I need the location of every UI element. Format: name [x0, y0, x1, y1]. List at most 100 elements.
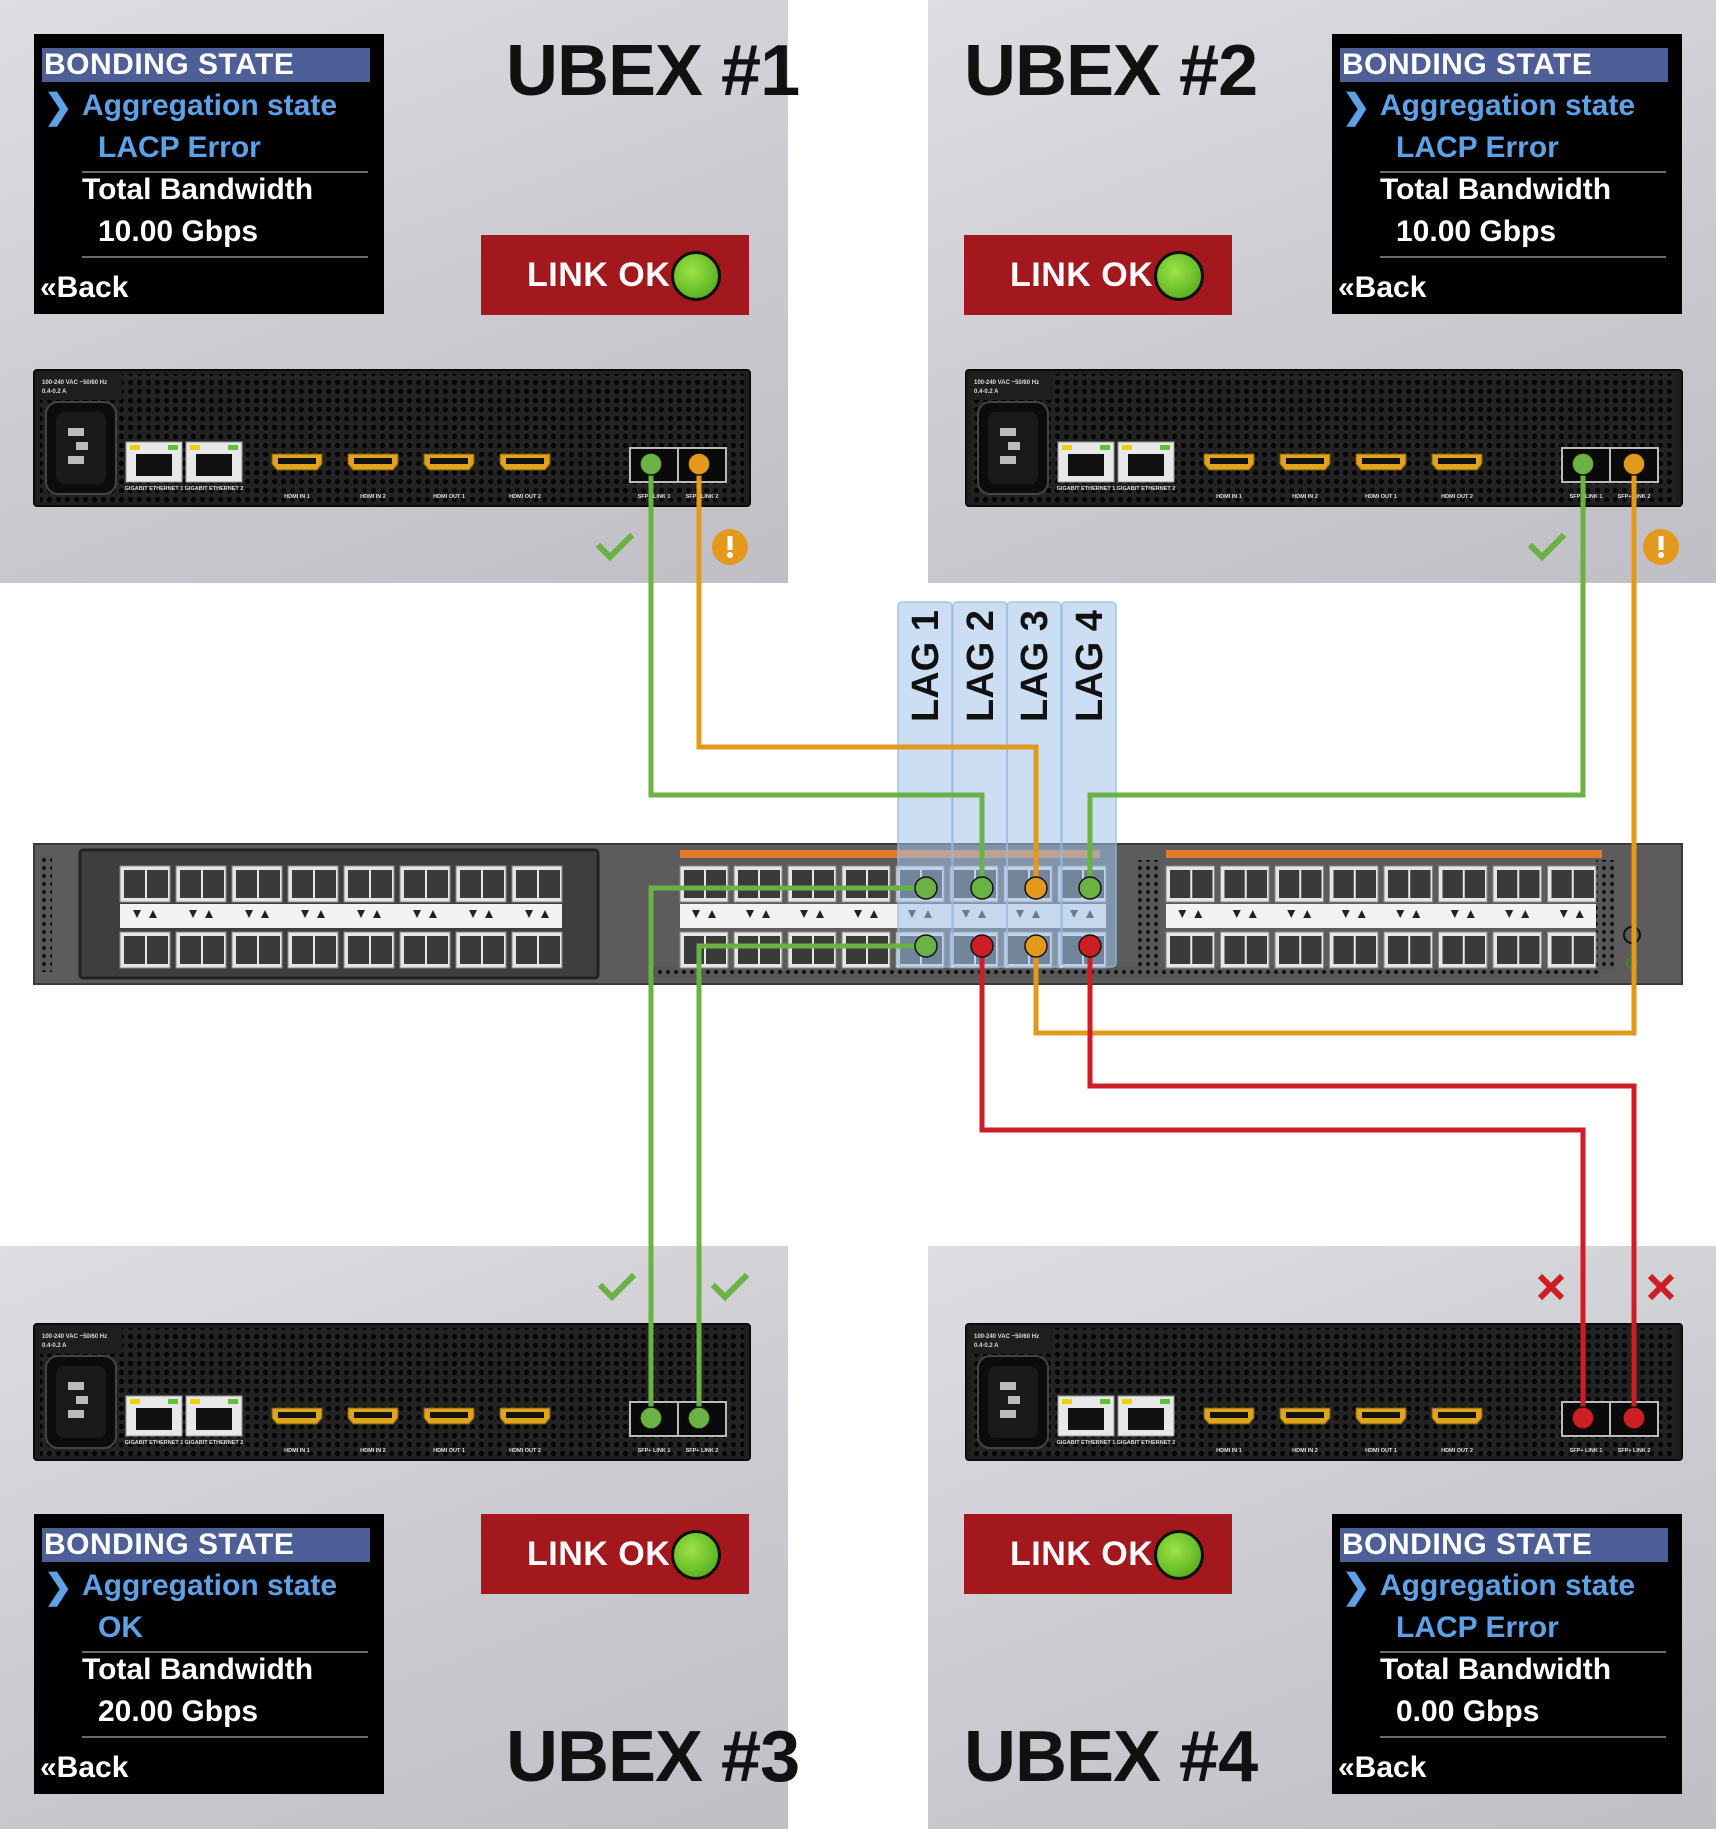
- switch-chassis: [33, 843, 1683, 985]
- ubex2-bonding-panel: BONDING STATE ❯ Aggregation state LACP E…: [1332, 34, 1682, 314]
- port-socket: [516, 936, 537, 964]
- ubex1-title: UBEX #1: [506, 31, 800, 111]
- switch-port: [895, 931, 945, 969]
- port-socket: [147, 936, 168, 964]
- port-socket: [1388, 936, 1409, 964]
- port-socket: [404, 870, 425, 898]
- port-socket: [900, 936, 920, 964]
- chevron-right-icon: ❯: [44, 88, 73, 126]
- port-socket: [868, 936, 888, 964]
- divider: [1380, 1651, 1666, 1653]
- aggregation-label[interactable]: Aggregation state: [82, 89, 338, 122]
- aggregation-label[interactable]: Aggregation state: [1380, 89, 1636, 122]
- bonding-header: BONDING STATE: [1340, 1528, 1668, 1562]
- arrow-up-icon: [924, 910, 932, 918]
- ubex1-bonding-panel: BONDING STATE ❯ Aggregation state LACP E…: [34, 34, 384, 314]
- arrow-down-icon: [1505, 910, 1514, 918]
- port-socket: [1442, 870, 1463, 898]
- port-socket: [1084, 936, 1104, 964]
- ubex4-link-status: LINK OK: [964, 1514, 1232, 1594]
- bandwidth-label: Total Bandwidth: [82, 173, 314, 206]
- port-socket: [404, 936, 425, 964]
- lag-box: [952, 601, 1008, 968]
- switch-port: [1547, 865, 1597, 903]
- status-led-icon: [671, 251, 721, 301]
- port-socket: [1333, 936, 1354, 964]
- switch-port: [679, 865, 729, 903]
- switch-port: [1438, 931, 1488, 969]
- lag-label: LAG 1: [905, 610, 947, 722]
- arrow-up-icon: [1357, 910, 1366, 918]
- switch-port: [787, 931, 837, 969]
- arrow-down-icon: [1070, 910, 1078, 918]
- switch-vent: [40, 856, 52, 972]
- switch-port: [1383, 931, 1433, 969]
- ubex4-bonding-panel: BONDING STATE ❯ Aggregation state LACP E…: [1332, 1514, 1682, 1794]
- port-socket: [954, 936, 974, 964]
- lag-group-4: LAG 4: [1061, 601, 1117, 968]
- aggregation-label[interactable]: Aggregation state: [82, 1569, 338, 1602]
- arrow-up-icon: [1521, 910, 1530, 918]
- divider: [82, 256, 368, 258]
- switch-vent: [650, 966, 1600, 978]
- aggregation-label[interactable]: Aggregation state: [1380, 1569, 1636, 1602]
- aggregation-value: LACP Error: [1396, 131, 1559, 164]
- port-socket: [1030, 936, 1050, 964]
- bandwidth-value: 20.00 Gbps: [98, 1695, 259, 1728]
- back-button[interactable]: «Back: [40, 1751, 129, 1784]
- switch-port: [1547, 931, 1597, 969]
- lag-label: LAG 3: [1014, 610, 1056, 722]
- port-socket: [348, 936, 369, 964]
- back-button[interactable]: «Back: [40, 271, 129, 304]
- port-socket: [922, 936, 942, 964]
- arrow-down-icon: [525, 910, 533, 918]
- switch-port: [399, 865, 451, 903]
- port-socket: [147, 870, 168, 898]
- switch-port: [1492, 931, 1542, 969]
- arrow-down-icon: [1450, 910, 1459, 918]
- switch-port: [511, 931, 563, 969]
- switch-port: [733, 931, 783, 969]
- port-socket: [180, 870, 201, 898]
- arrow-up-icon: [485, 910, 493, 918]
- port-socket: [814, 870, 834, 898]
- port-socket: [1084, 870, 1104, 898]
- arrow-up-icon: [1086, 910, 1094, 918]
- port-socket: [846, 870, 866, 898]
- arrow-down-icon: [1016, 910, 1024, 918]
- port-socket: [124, 870, 145, 898]
- arrow-down-icon: [1287, 910, 1296, 918]
- ubex3-bonding-panel: BONDING STATE ❯ Aggregation state OK Tot…: [34, 1514, 384, 1794]
- switch-port: [343, 931, 395, 969]
- arrow-up-icon: [870, 910, 878, 918]
- port-group-bar: [1166, 850, 1602, 858]
- switch-port: [1274, 865, 1324, 903]
- aggregation-value: LACP Error: [1396, 1611, 1559, 1644]
- switch-port: [1003, 931, 1053, 969]
- back-button[interactable]: «Back: [1338, 271, 1427, 304]
- arrow-down-icon: [301, 910, 309, 918]
- switch-port: [1003, 865, 1053, 903]
- port-socket: [738, 870, 758, 898]
- arrow-down-icon: [189, 910, 197, 918]
- arrow-down-icon: [469, 910, 477, 918]
- port-socket: [706, 936, 726, 964]
- switch-vent: [1596, 860, 1614, 970]
- switch-port-link-dot: [970, 876, 994, 900]
- port-socket: [1192, 870, 1213, 898]
- port-label-strip: [680, 904, 1106, 928]
- arrow-up-icon: [1575, 910, 1584, 918]
- arrow-down-icon: [1178, 910, 1187, 918]
- divider: [82, 1736, 368, 1738]
- switch-module: [78, 848, 600, 980]
- network-switch: [33, 843, 1683, 985]
- link-status-label: LINK OK: [1010, 1535, 1154, 1573]
- port-socket: [868, 870, 888, 898]
- port-label-strip: [120, 904, 562, 928]
- port-socket: [1551, 936, 1572, 964]
- switch-port-link-dot: [914, 876, 938, 900]
- port-socket: [483, 936, 504, 964]
- divider: [1380, 1736, 1666, 1738]
- back-button[interactable]: «Back: [1338, 1751, 1427, 1784]
- port-socket: [1442, 936, 1463, 964]
